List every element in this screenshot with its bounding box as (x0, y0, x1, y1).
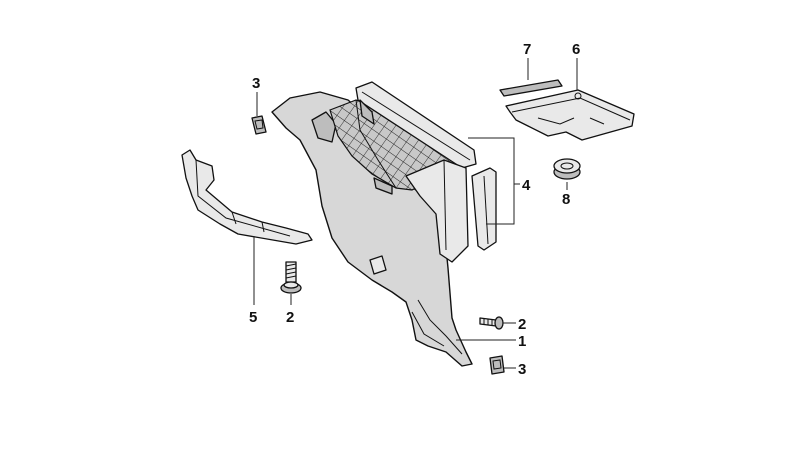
callout-4: 4 (522, 177, 531, 194)
callout-5: 5 (249, 309, 257, 326)
callout-1: 1 (518, 333, 526, 350)
trim-panel-part (271, 81, 477, 367)
screw-left-part (280, 261, 302, 294)
callout-3-bottom: 3 (518, 361, 526, 378)
foam-strip-part (499, 79, 563, 97)
callout-7: 7 (523, 41, 531, 58)
screw-right-part (479, 316, 504, 330)
grommet-part (553, 158, 581, 180)
clip-nut-top-part (251, 115, 267, 135)
callout-6: 6 (572, 41, 580, 58)
callout-2-left: 2 (286, 309, 294, 326)
callout-2-right: 2 (518, 316, 526, 333)
leader-lines (253, 58, 578, 369)
side-bracket-part (181, 149, 313, 245)
callout-3-top: 3 (252, 75, 260, 92)
floor-plate-part (505, 89, 635, 141)
clip-nut-bottom-part (489, 355, 505, 375)
callout-labels: 7 6 3 4 8 5 2 2 1 3 (249, 41, 580, 378)
side-strip-part (471, 167, 497, 251)
callout-8: 8 (562, 191, 570, 208)
